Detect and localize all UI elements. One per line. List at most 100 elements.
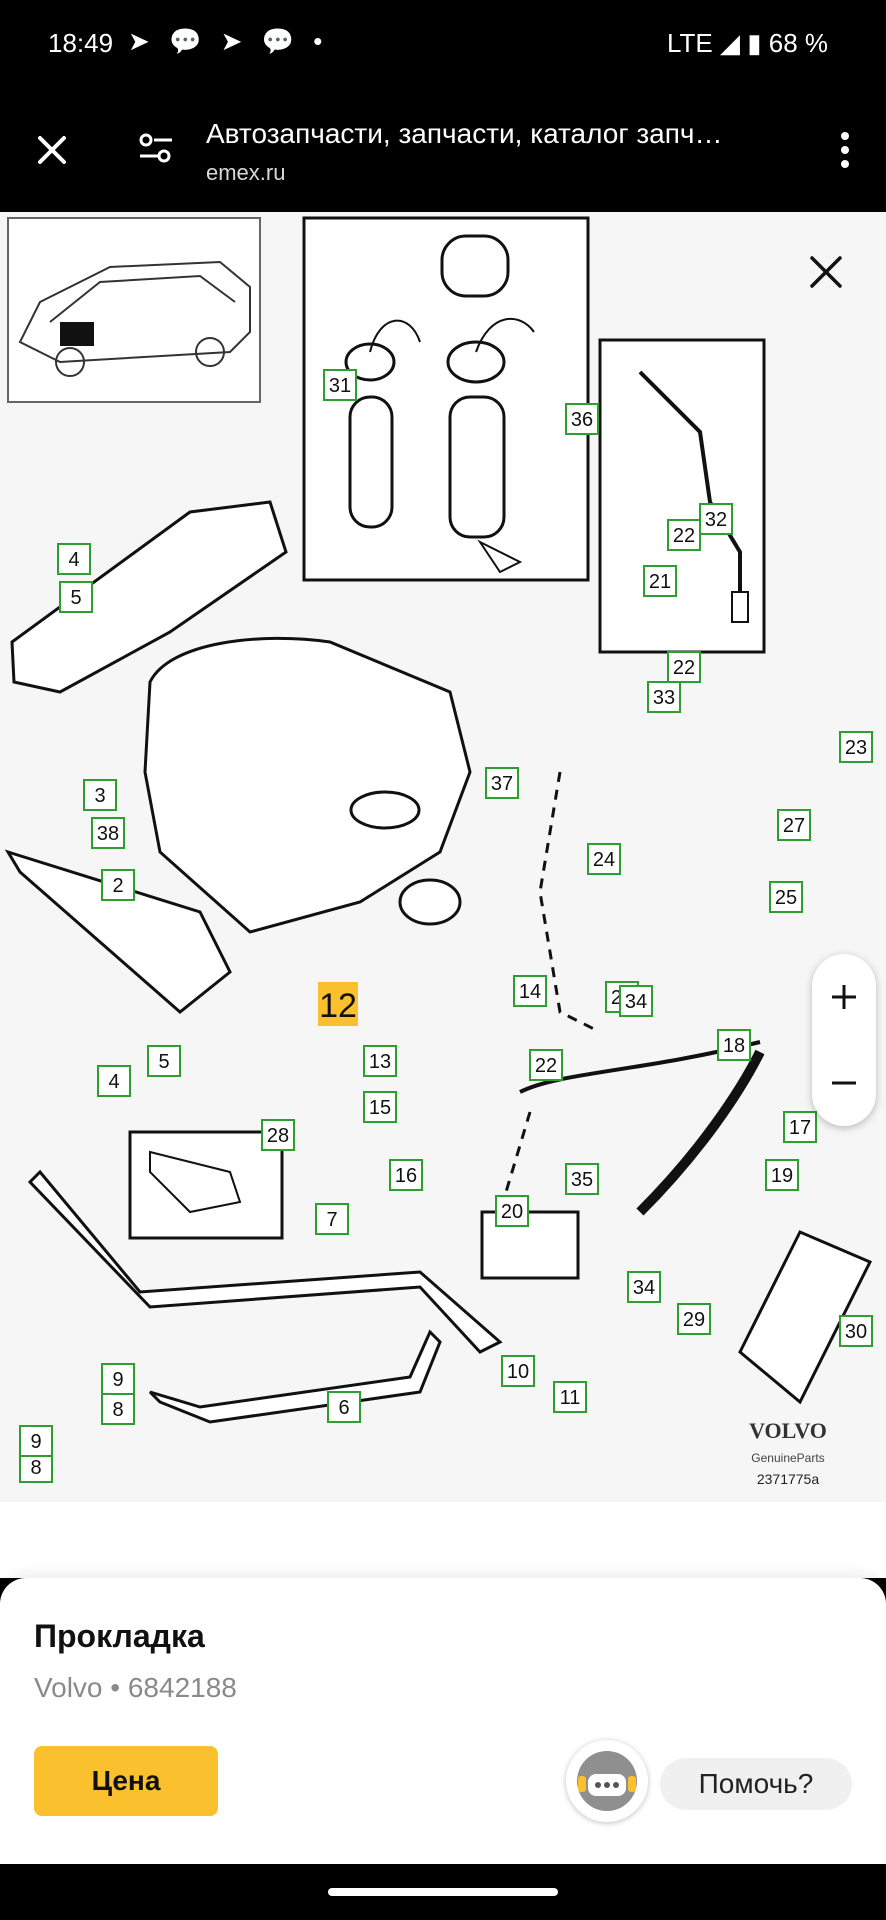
part-label[interactable]: 10 [507, 1361, 529, 1383]
parts-diagram[interactable]: 12 1234545678989101113141516171819202122… [0, 212, 886, 1502]
zoom-controls [812, 954, 876, 1126]
part-label[interactable]: 14 [519, 981, 541, 1003]
home-handle[interactable] [328, 1888, 558, 1896]
part-label-box[interactable] [765, 1159, 799, 1191]
part-label[interactable]: 22 [535, 1055, 557, 1077]
part-label[interactable]: 16 [395, 1165, 417, 1187]
part-label-box[interactable] [389, 1159, 423, 1191]
part-label[interactable]: 15 [369, 1097, 391, 1119]
close-icon[interactable] [30, 128, 74, 172]
part-label[interactable]: 8 [112, 1399, 123, 1421]
part-label-box[interactable] [315, 1203, 349, 1235]
part-label-box[interactable] [769, 881, 803, 913]
part-label-box[interactable] [717, 1029, 751, 1061]
part-label[interactable]: 20 [501, 1201, 523, 1223]
part-label[interactable]: 22 [673, 525, 695, 547]
part-label[interactable]: 7 [326, 1209, 337, 1231]
part-label[interactable]: 32 [705, 509, 727, 531]
part-label-box[interactable] [777, 809, 811, 841]
part-label[interactable]: 13 [369, 1051, 391, 1073]
part-label-box[interactable] [91, 817, 125, 849]
part-label[interactable]: 28 [267, 1125, 289, 1147]
part-label-box[interactable] [485, 767, 519, 799]
part-label[interactable]: 18 [723, 1035, 745, 1057]
part-label-box[interactable] [59, 581, 93, 613]
part-label-box[interactable] [619, 985, 653, 1017]
part-label[interactable]: 2 [112, 875, 123, 897]
part-label-box[interactable] [587, 843, 621, 875]
part-label-box[interactable] [677, 1303, 711, 1335]
part-label-box[interactable] [553, 1381, 587, 1413]
part-label-box[interactable] [647, 681, 681, 713]
part-label[interactable]: 8 [30, 1457, 41, 1479]
more-vert-icon[interactable] [838, 130, 852, 170]
part-label-box[interactable] [643, 565, 677, 597]
status-bar: 18:49 ➤ 💬 ➤ 💬 • LTE ◢ ▮ 68 % [0, 0, 886, 88]
part-label[interactable]: 33 [653, 687, 675, 709]
part-label[interactable]: 30 [845, 1321, 867, 1343]
part-label[interactable]: 36 [571, 409, 593, 431]
part-label[interactable]: 6 [338, 1397, 349, 1419]
part-label-box[interactable] [19, 1425, 53, 1457]
part-label-box[interactable] [101, 869, 135, 901]
part-label[interactable]: 22 [673, 657, 695, 679]
signal-icon: ◢ [719, 28, 740, 58]
part-label[interactable]: 23 [845, 737, 867, 759]
part-label-box[interactable] [513, 975, 547, 1007]
part-label[interactable]: 24 [593, 849, 615, 871]
part-label[interactable]: 9 [112, 1369, 123, 1391]
status-right: LTE ◢ ▮ 68 % [667, 28, 828, 59]
part-label[interactable]: 37 [491, 773, 513, 795]
part-label[interactable]: 21 [649, 571, 671, 593]
part-label[interactable]: 35 [571, 1169, 593, 1191]
part-label-box[interactable] [327, 1391, 361, 1423]
part-label[interactable]: 5 [70, 587, 81, 609]
part-label-box[interactable] [323, 369, 357, 401]
part-label-box[interactable] [363, 1045, 397, 1077]
part-label-box[interactable] [501, 1355, 535, 1387]
part-label[interactable]: 34 [625, 991, 647, 1013]
part-label[interactable]: 9 [30, 1431, 41, 1453]
part-label-box[interactable] [565, 403, 599, 435]
part-label-box[interactable] [495, 1195, 529, 1227]
close-image-icon[interactable] [806, 252, 846, 292]
part-label[interactable]: 29 [683, 1309, 705, 1331]
part-label[interactable]: 19 [771, 1165, 793, 1187]
part-label[interactable]: 17 [789, 1117, 811, 1139]
part-label[interactable]: 34 [633, 1277, 655, 1299]
zoom-out-button[interactable] [812, 1040, 876, 1126]
part-label-box[interactable] [147, 1045, 181, 1077]
part-label-box[interactable] [699, 503, 733, 535]
part-label-box[interactable] [839, 731, 873, 763]
part-label[interactable]: 5 [158, 1051, 169, 1073]
part-label[interactable]: 27 [783, 815, 805, 837]
part-label-box[interactable] [667, 651, 701, 683]
part-label-box[interactable] [101, 1363, 135, 1395]
tune-icon[interactable] [136, 128, 176, 168]
support-avatar[interactable] [566, 1740, 648, 1822]
label-12: 12 [319, 987, 357, 1025]
zoom-in-button[interactable] [812, 954, 876, 1040]
part-label-box[interactable] [101, 1393, 135, 1425]
part-label-box[interactable] [783, 1111, 817, 1143]
help-button[interactable]: Помочь? [660, 1758, 852, 1810]
part-label-box[interactable] [839, 1315, 873, 1347]
part-label[interactable]: 38 [97, 823, 119, 845]
part-label-box[interactable] [97, 1065, 131, 1097]
part-label-box[interactable] [57, 543, 91, 575]
price-button[interactable]: Цена [34, 1746, 218, 1816]
part-label-box[interactable] [363, 1091, 397, 1123]
part-label[interactable]: 3 [94, 785, 105, 807]
part-label[interactable]: 11 [560, 1387, 581, 1409]
navigation-bar [0, 1864, 886, 1920]
part-label[interactable]: 4 [68, 549, 79, 571]
part-label[interactable]: 25 [775, 887, 797, 909]
shield-32 [738, 1230, 873, 1405]
part-label-box[interactable] [261, 1119, 295, 1151]
part-label[interactable]: 31 [329, 375, 351, 397]
part-label-box[interactable] [565, 1163, 599, 1195]
part-label-box[interactable] [529, 1049, 563, 1081]
part-label-box[interactable] [627, 1271, 661, 1303]
part-label-box[interactable] [83, 779, 117, 811]
part-label[interactable]: 4 [108, 1071, 119, 1093]
